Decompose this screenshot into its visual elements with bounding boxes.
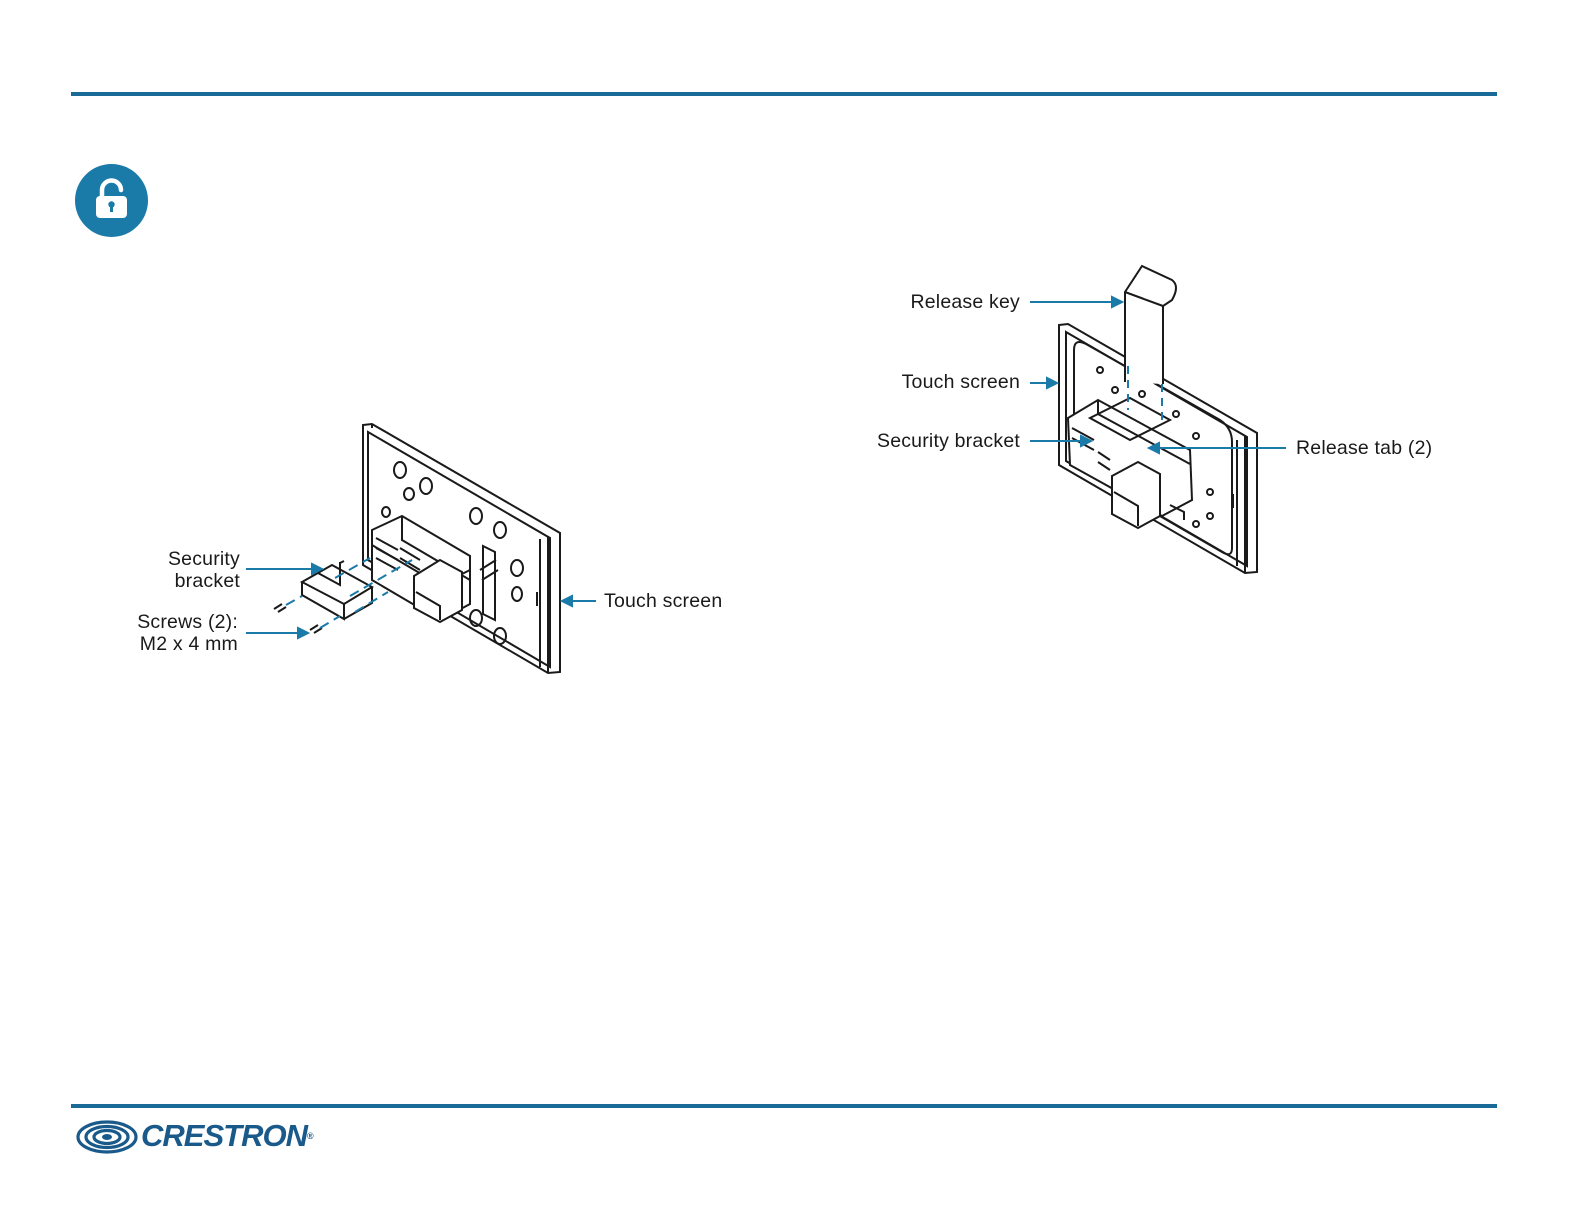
footer-rule [71, 1104, 1497, 1108]
crestron-swirl-icon [75, 1117, 139, 1157]
security-bracket-label-line2: bracket [140, 570, 240, 592]
brand-name: CRESTRON [141, 1118, 307, 1153]
brand-wordmark: CRESTRON® [141, 1117, 313, 1155]
security-bracket-label-right: Security bracket [820, 430, 1020, 452]
right-removal-figure: Release key Touch screen Security bracke… [800, 0, 1584, 700]
registered-mark: ® [307, 1131, 313, 1141]
security-bracket-label-line1: Security [140, 548, 240, 570]
left-installation-figure: Security bracket Screws (2): M2 x 4 mm T… [0, 0, 800, 700]
right-device-drawing [800, 0, 1584, 700]
crestron-logo: CRESTRON® [75, 1117, 139, 1157]
touch-screen-label-right: Touch screen [840, 371, 1020, 393]
touch-screen-label-left: Touch screen [604, 590, 722, 612]
release-tab-label: Release tab (2) [1296, 437, 1432, 459]
screws-label-line2: M2 x 4 mm [110, 633, 238, 655]
screws-label-line1: Screws (2): [110, 611, 238, 633]
release-key-label: Release key [840, 291, 1020, 313]
